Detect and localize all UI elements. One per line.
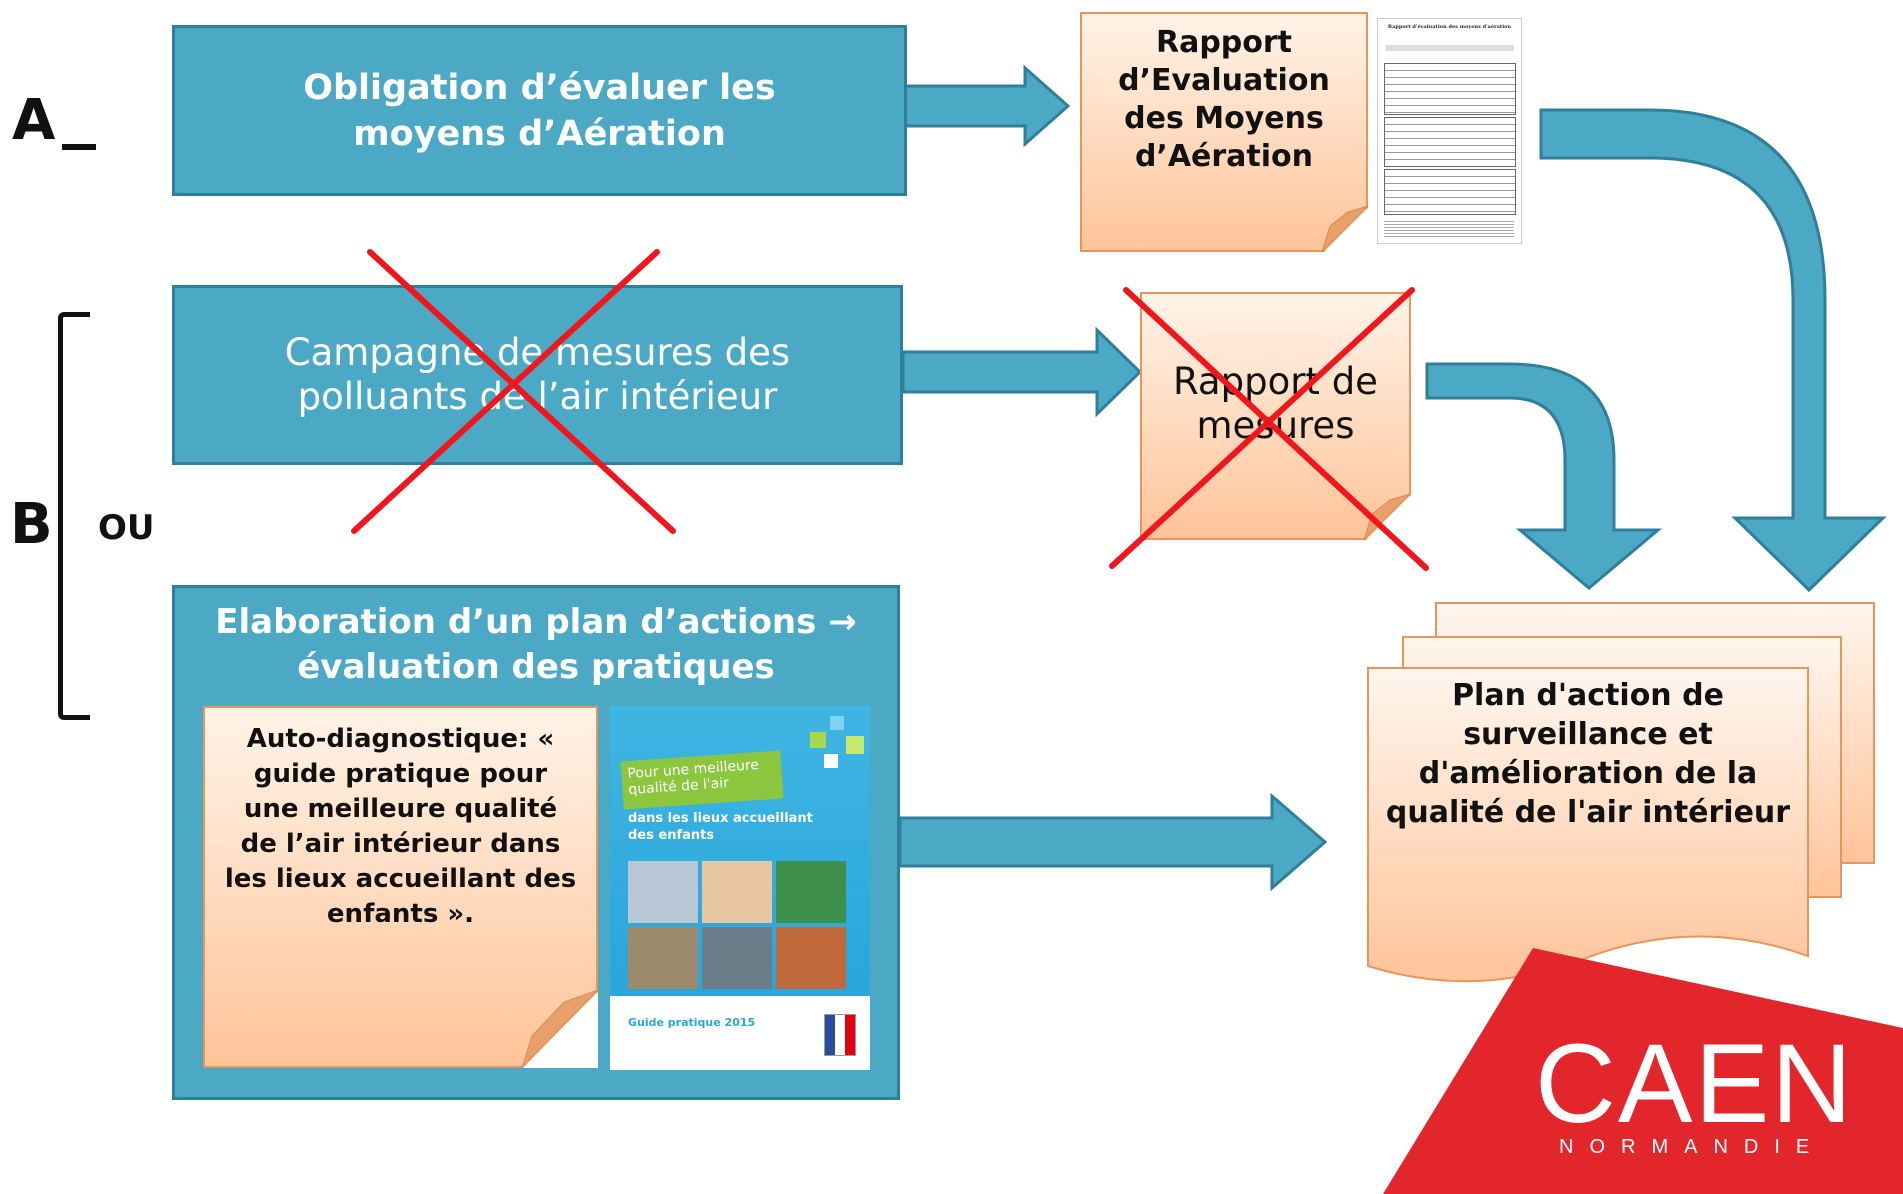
guide-photos xyxy=(628,861,858,991)
cross-rapport-mesures xyxy=(1109,287,1429,571)
label-a: A xyxy=(12,88,55,153)
document-table-3 xyxy=(1384,169,1516,215)
label-b: B xyxy=(10,492,53,557)
box-obligation-text: Obligation d’évaluer les moyens d’Aérati… xyxy=(303,67,776,154)
box-campagne: Campagne de mesures des polluants de l’a… xyxy=(172,285,903,465)
note-plan-action-text: Plan d'action de surveillance et d'améli… xyxy=(1385,678,1791,830)
note-auto-diagnostique-text: Auto-diagnostique: « guide pratique pour… xyxy=(224,724,577,929)
label-ou: OU xyxy=(98,508,155,548)
caen-logo-region: NORMANDIE xyxy=(1559,1136,1875,1159)
guide-cover: Pour une meilleure qualité de l'air dans… xyxy=(610,706,870,1070)
document-thumbnail: Rapport d'évaluation des moyens d'aérati… xyxy=(1377,18,1522,244)
bracket xyxy=(58,312,90,720)
arrow-bottom xyxy=(898,792,1328,892)
guide-republic-logo xyxy=(824,1014,856,1056)
note-auto-diagnostique-fold xyxy=(520,990,599,1069)
guide-subtitle-text: dans les lieux accueillant des enfants xyxy=(628,811,813,843)
plan-page-front xyxy=(1367,667,1809,983)
arrow-curve-middle xyxy=(1425,362,1663,590)
arrow-curve-right xyxy=(1539,108,1887,593)
label-a-dash xyxy=(62,144,96,150)
arrow-b-top xyxy=(901,326,1143,418)
caen-logo-background xyxy=(1383,948,1903,1194)
guide-footer: Guide pratique 2015 xyxy=(628,1016,755,1029)
note-auto-diagnostique: Auto-diagnostique: « guide pratique pour… xyxy=(203,706,598,1068)
document-title: Rapport d'évaluation des moyens d'aérati… xyxy=(1383,24,1516,30)
guide-subtitle: dans les lieux accueillant des enfants xyxy=(628,810,828,844)
caen-logo-name: CAEN xyxy=(1535,1028,1875,1140)
box-obligation: Obligation d’évaluer les moyens d’Aérati… xyxy=(172,25,907,196)
cross-campagne xyxy=(351,249,676,534)
caen-logo-name-text: CAEN xyxy=(1535,1021,1855,1146)
caen-logo-region-text: NORMANDIE xyxy=(1559,1136,1826,1158)
caen-logo: CAEN NORMANDIE xyxy=(1535,1028,1875,1159)
label-b-text: B xyxy=(10,492,53,557)
label-ou-text: OU xyxy=(98,508,155,548)
note-plan-action: Plan d'action de surveillance et d'améli… xyxy=(1380,676,1796,832)
note-rapport-evaluation: Rapport d’Evaluation des Moyens d’Aérati… xyxy=(1080,12,1368,252)
note-rapport-evaluation-text: Rapport d’Evaluation des Moyens d’Aérati… xyxy=(1118,25,1330,174)
document-title-text: Rapport d'évaluation des moyens d'aérati… xyxy=(1387,24,1512,30)
document-table-2 xyxy=(1384,117,1516,167)
note-rapport-evaluation-fold xyxy=(1322,206,1370,254)
box-campagne-text: Campagne de mesures des polluants de l’a… xyxy=(284,331,791,418)
label-a-text: A xyxy=(12,88,56,153)
document-table-1 xyxy=(1384,63,1516,115)
arrow-a xyxy=(903,64,1071,148)
guide-footer-text: Guide pratique 2015 xyxy=(628,1016,756,1029)
guide-squares xyxy=(810,712,870,782)
box-elaboration-text: Elaboration d’un plan d’actions → évalua… xyxy=(215,602,857,687)
